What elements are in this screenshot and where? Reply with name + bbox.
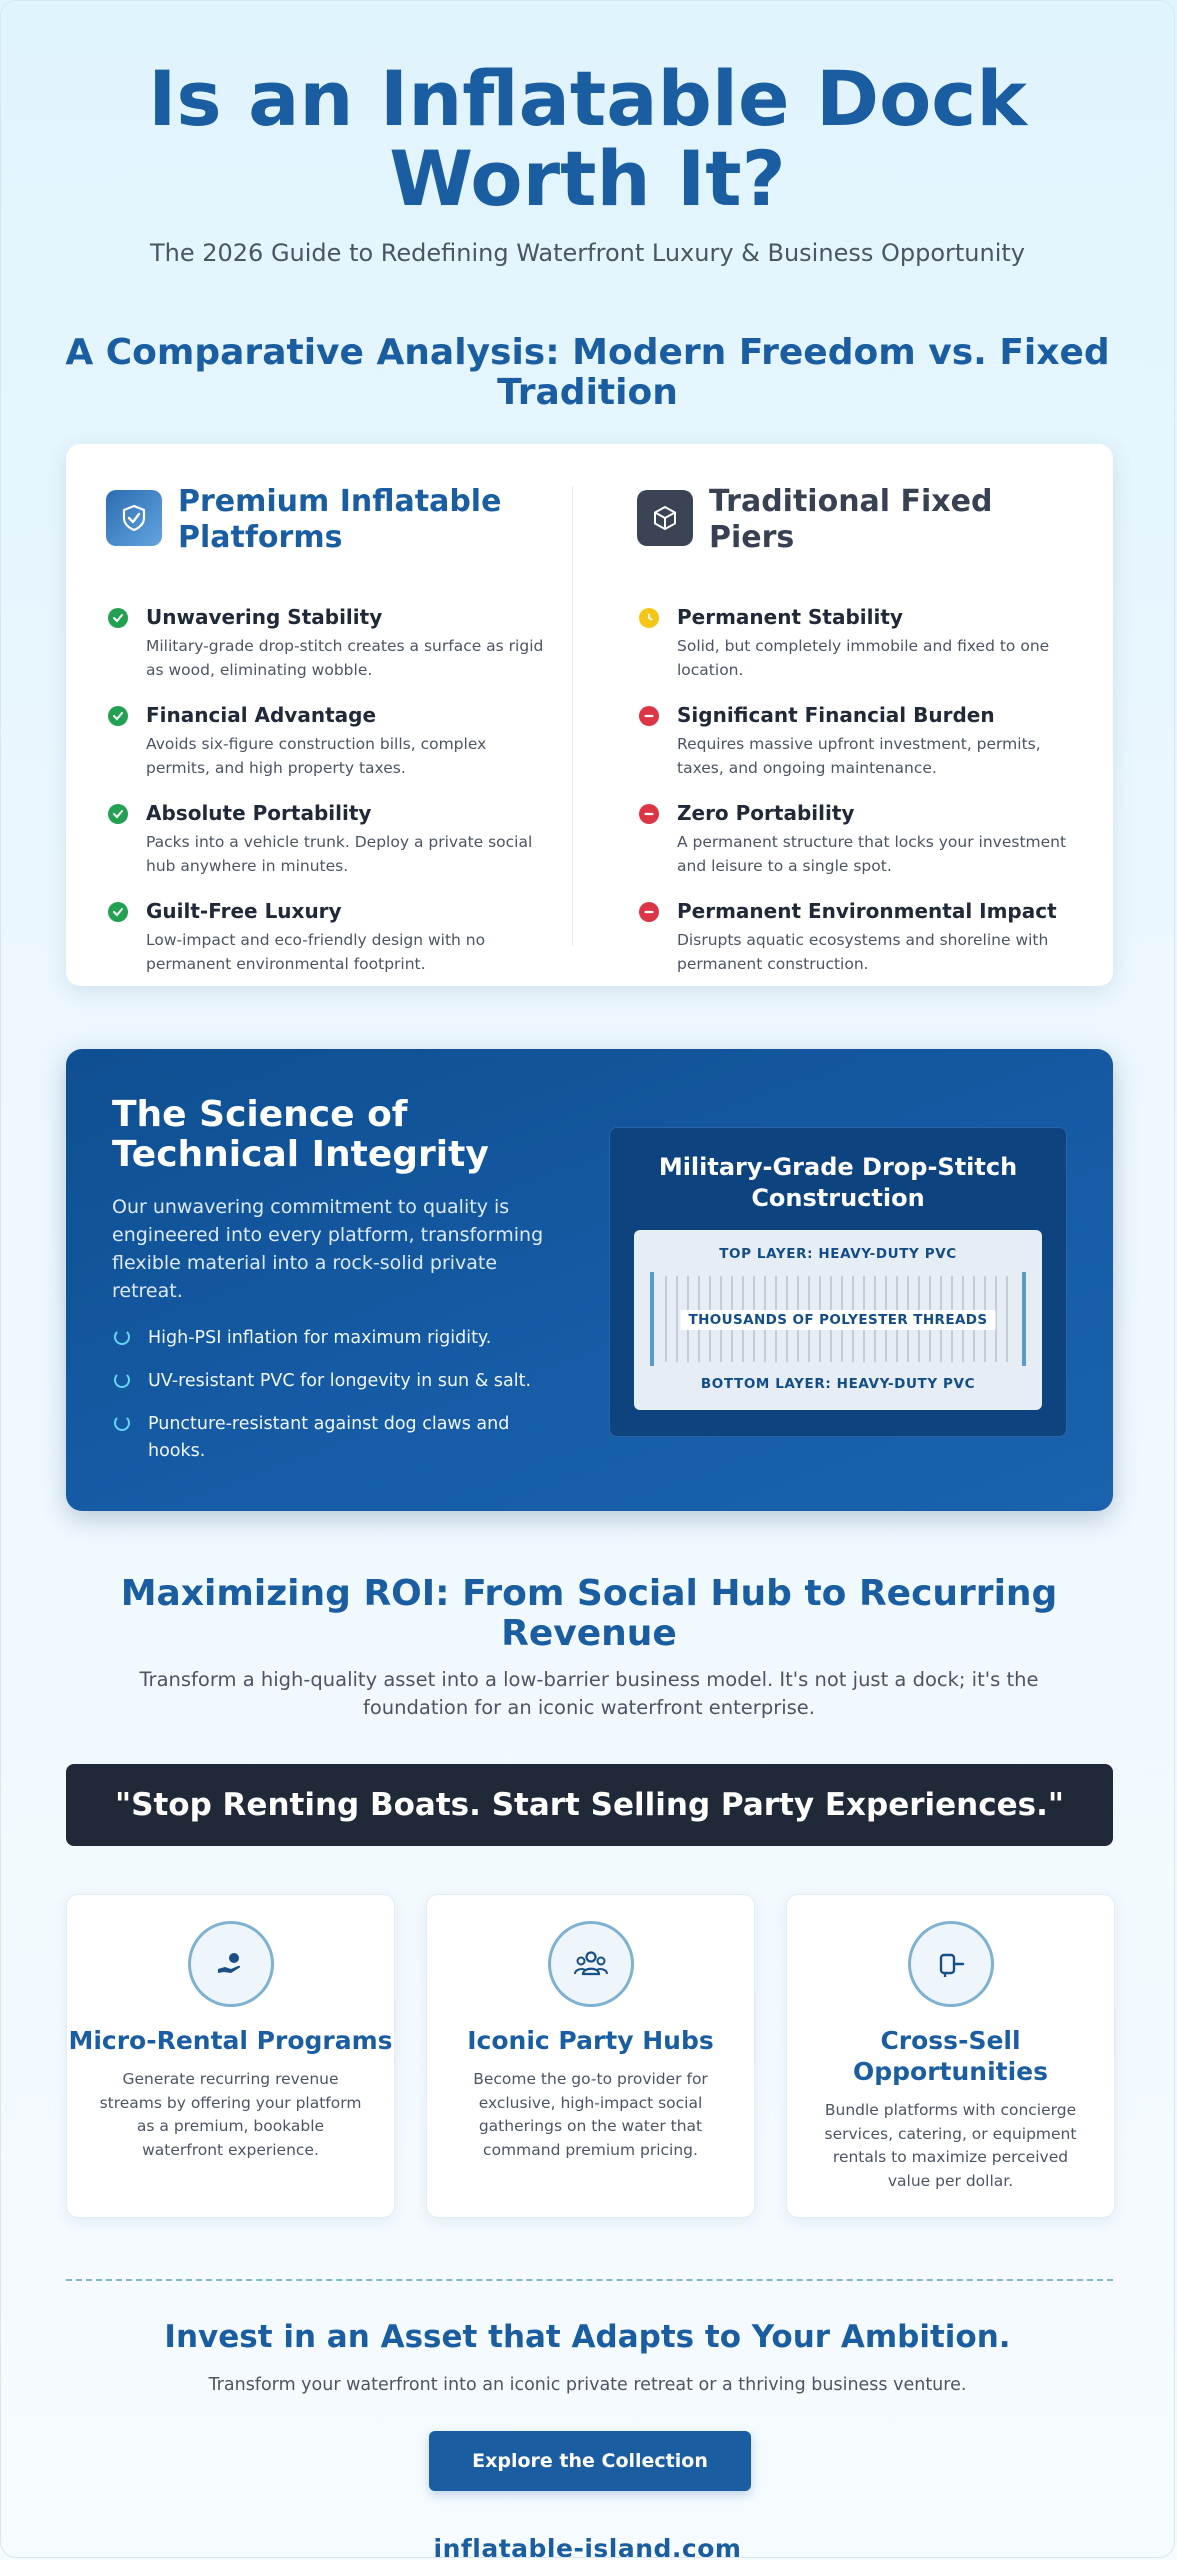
- cta-description: Transform your waterfront into an iconic…: [208, 2375, 967, 2395]
- cube-icon: [637, 490, 693, 546]
- item-title: Absolute Portability: [146, 801, 372, 825]
- science-text: The Science of Technical Integrity Our u…: [112, 1095, 552, 1481]
- item-text: Low-impact and eco-friendly design with …: [146, 931, 486, 973]
- roi-title: Maximizing ROI: From Social Hub to Recur…: [120, 1573, 1058, 1654]
- spinner-icon: [114, 1372, 130, 1388]
- opportunity-cards: Micro-Rental Programs Generate recurring…: [66, 1894, 1115, 2218]
- explore-collection-button[interactable]: Explore the Collection: [429, 2431, 751, 2491]
- traditional-column: Traditional Fixed Piers Permanent Stabil…: [637, 484, 1077, 996]
- point-text: High-PSI inflation for maximum rigidity.: [148, 1328, 492, 1348]
- item-text: Solid, but completely immobile and fixed…: [677, 637, 1050, 679]
- roi-description: Transform a high-quality asset into a lo…: [139, 1668, 1039, 1719]
- check-icon: [108, 608, 128, 628]
- item-title: Unwavering Stability: [146, 605, 383, 629]
- section-divider: [66, 2279, 1113, 2281]
- list-item: Guilt-Free Luxury Low-impact and eco-fri…: [106, 898, 546, 996]
- point-text: UV-resistant PVC for longevity in sun & …: [148, 1371, 532, 1391]
- bottom-layer-label: BOTTOM LAYER: HEAVY-DUTY PVC: [700, 1376, 976, 1392]
- check-icon: [108, 706, 128, 726]
- list-item: Permanent Environmental Impact Disrupts …: [637, 898, 1077, 996]
- science-points: High-PSI inflation for maximum rigidity.…: [112, 1325, 552, 1465]
- list-item: Absolute Portability Packs into a vehicl…: [106, 800, 546, 898]
- inflatable-column: Premium Inflatable Platforms Unwavering …: [106, 484, 546, 996]
- science-title: The Science of Technical Integrity: [112, 1094, 489, 1175]
- traditional-heading: Traditional Fixed Piers: [709, 484, 993, 555]
- threads-label: THOUSANDS OF POLYESTER THREADS: [680, 1310, 996, 1330]
- item-title: Permanent Environmental Impact: [677, 899, 1057, 923]
- item-title: Guilt-Free Luxury: [146, 899, 342, 923]
- item-text: Requires massive upfront investment, per…: [677, 735, 1041, 777]
- item-text: A permanent structure that locks your in…: [677, 833, 1067, 875]
- item-text: Packs into a vehicle trunk. Deploy a pri…: [146, 833, 533, 875]
- item-text: Military-grade drop-stitch creates a sur…: [146, 637, 544, 679]
- science-description: Our unwavering commitment to quality is …: [112, 1196, 544, 1302]
- card-party-hubs: Iconic Party Hubs Become the go-to provi…: [426, 1894, 755, 2218]
- minus-icon: [639, 902, 659, 922]
- item-text: Avoids six-figure construction bills, co…: [146, 735, 487, 777]
- item-title: Financial Advantage: [146, 703, 377, 727]
- card-micro-rental: Micro-Rental Programs Generate recurring…: [66, 1894, 395, 2218]
- card-text: Generate recurring revenue streams by of…: [99, 2070, 362, 2159]
- list-item: Unwavering Stability Military-grade drop…: [106, 604, 546, 702]
- card-title: Micro-Rental Programs: [68, 2026, 393, 2055]
- card-title: Cross-Sell Opportunities: [852, 2026, 1049, 2086]
- spinner-icon: [114, 1329, 130, 1345]
- inflatable-header: Premium Inflatable Platforms: [106, 484, 546, 604]
- minus-icon: [639, 706, 659, 726]
- card-title: Iconic Party Hubs: [467, 2026, 714, 2055]
- check-icon: [108, 902, 128, 922]
- list-item: Significant Financial Burden Requires ma…: [637, 702, 1077, 800]
- list-item: Puncture-resistant against dog claws and…: [112, 1411, 552, 1465]
- plug-icon: [907, 1921, 994, 2007]
- list-item: Financial Advantage Avoids six-figure co…: [106, 702, 546, 800]
- column-divider: [572, 486, 573, 946]
- comparison-title: A Comparative Analysis: Modern Freedom v…: [65, 332, 1110, 413]
- comparison-card: Premium Inflatable Platforms Unwavering …: [66, 444, 1113, 986]
- traditional-header: Traditional Fixed Piers: [637, 484, 1077, 604]
- website-link[interactable]: inflatable-island.com: [433, 2534, 742, 2558]
- item-title: Significant Financial Burden: [677, 703, 995, 727]
- warning-clock-icon: [639, 608, 659, 628]
- page-subtitle: The 2026 Guide to Redefining Waterfront …: [149, 239, 1025, 267]
- spinner-icon: [114, 1415, 130, 1431]
- list-item: Zero Portability A permanent structure t…: [637, 800, 1077, 898]
- drop-stitch-panel: Military-Grade Drop-Stitch Construction …: [609, 1127, 1067, 1437]
- inflatable-heading: Premium Inflatable Platforms: [178, 484, 502, 555]
- list-item: Permanent Stability Solid, but completel…: [637, 604, 1077, 702]
- page-title: Is an Inflatable Dock Worth It?: [148, 54, 1027, 223]
- point-text: Puncture-resistant against dog claws and…: [148, 1414, 510, 1461]
- list-item: High-PSI inflation for maximum rigidity.: [112, 1325, 552, 1352]
- check-icon: [108, 804, 128, 824]
- card-cross-sell: Cross-Sell Opportunities Bundle platform…: [786, 1894, 1115, 2218]
- minus-icon: [639, 804, 659, 824]
- hero-section: Is an Inflatable Dock Worth It? The 2026…: [1, 1, 1174, 268]
- cta-title: Invest in an Asset that Adapts to Your A…: [164, 2319, 1011, 2355]
- item-text: Disrupts aquatic ecosystems and shorelin…: [677, 931, 1049, 973]
- drop-stitch-diagram: TOP LAYER: HEAVY-DUTY PVC THOUSANDS OF P…: [634, 1230, 1042, 1410]
- item-title: Permanent Stability: [677, 605, 903, 629]
- top-layer-label: TOP LAYER: HEAVY-DUTY PVC: [719, 1246, 957, 1262]
- item-title: Zero Portability: [677, 801, 855, 825]
- diagram-title: Military-Grade Drop-Stitch Construction: [658, 1153, 1018, 1212]
- hand-coin-icon: [187, 1921, 274, 2007]
- card-text: Become the go-to provider for exclusive,…: [473, 2070, 708, 2159]
- people-group-icon: [547, 1921, 634, 2007]
- list-item: UV-resistant PVC for longevity in sun & …: [112, 1368, 552, 1395]
- card-text: Bundle platforms with concierge services…: [824, 2101, 1077, 2190]
- science-section: The Science of Technical Integrity Our u…: [66, 1049, 1113, 1511]
- shield-check-icon: [106, 490, 162, 546]
- quote-banner: "Stop Renting Boats. Start Selling Party…: [66, 1764, 1113, 1846]
